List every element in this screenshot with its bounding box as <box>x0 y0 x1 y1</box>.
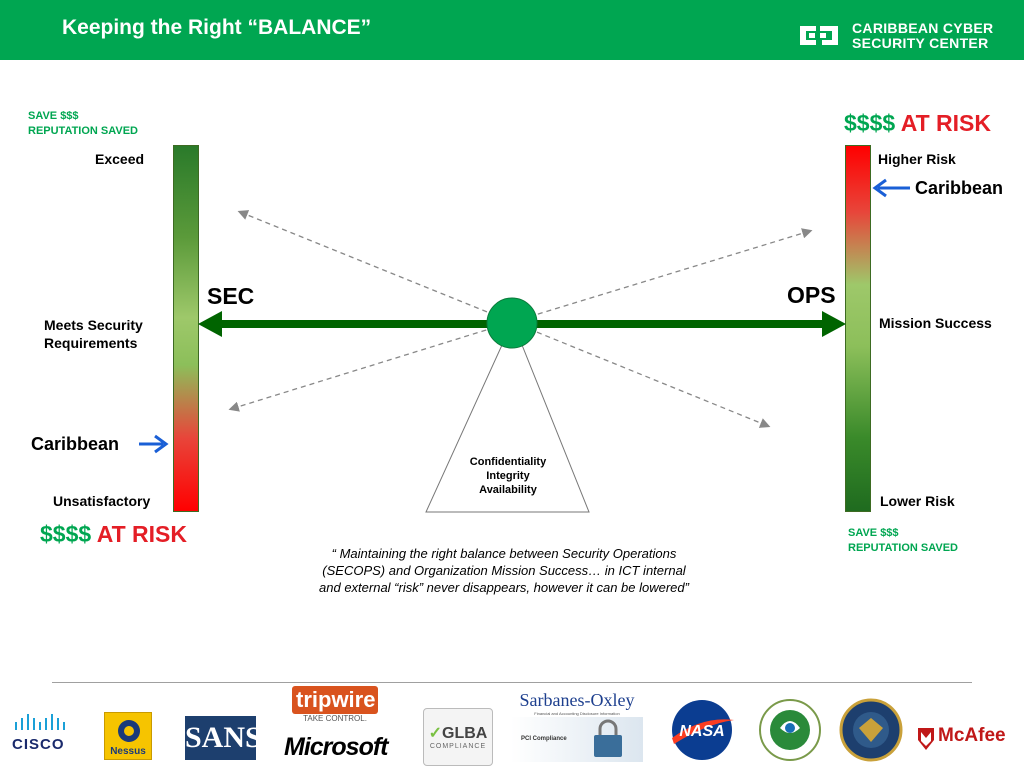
sec-label: SEC <box>207 283 255 309</box>
right-caribbean-label: Caribbean <box>915 178 1004 198</box>
glba-logo: ✓GLBA COMPLIANCE <box>423 708 493 766</box>
right-bottom-label: Lower Risk <box>880 493 955 509</box>
right-risk-label: $$$$ AT RISK <box>844 110 991 137</box>
cia-confidentiality: Confidentiality <box>469 456 547 468</box>
cisco-logo: CISCO <box>12 712 74 753</box>
beam-arrowhead-right <box>822 311 846 337</box>
header-bar: Keeping the Right “BALANCE” CARIBBEAN CY… <box>0 0 1024 60</box>
dod-seal <box>839 698 903 762</box>
sans-wordmark: SANS <box>185 721 262 754</box>
right-marker-arrow <box>872 178 910 198</box>
glba-wordmark: ✓GLBA <box>424 723 492 743</box>
mcafee-wordmark: McAfee <box>938 725 1006 746</box>
nessus-logo: Nessus <box>104 712 152 760</box>
right-risk-scale-bar <box>845 145 871 512</box>
sox-logo: Sarbanes-Oxley Financial and Accounting … <box>511 690 643 766</box>
brand-line-1: CARIBBEAN CYBER <box>852 20 994 36</box>
nasa-wordmark: NASA <box>679 723 724 740</box>
right-top-label: Higher Risk <box>878 151 956 167</box>
ccsc-logo: CARIBBEAN CYBER SECURITY CENTER <box>796 18 1016 52</box>
pivot-circle <box>486 297 538 349</box>
ccsc-logo-icon <box>800 26 838 45</box>
left-bottom-label: Unsatisfactory <box>53 493 151 509</box>
left-top-label: Exceed <box>95 151 145 167</box>
dashed-arrow-lower-left <box>228 321 513 412</box>
balance-quote: “ Maintaining the right balance between … <box>319 546 689 595</box>
left-marker-arrow <box>139 434 169 454</box>
nessus-wordmark: Nessus <box>110 746 146 757</box>
brand-name: CARIBBEAN CYBER SECURITY CENTER <box>852 21 993 51</box>
cia-integrity: Integrity <box>486 470 530 482</box>
dashed-arrow-lower-right <box>511 321 771 428</box>
right-mid-label: Mission Success <box>879 315 992 331</box>
brand-line-2: SECURITY CENTER <box>852 35 989 51</box>
dashed-arrow-upper-right <box>511 228 813 323</box>
microsoft-logo: Microsoft <box>284 733 388 761</box>
beam-arrowhead-left <box>198 311 222 337</box>
sox-wordmark: Sarbanes-Oxley <box>519 690 635 710</box>
glba-subtitle: COMPLIANCE <box>429 743 487 750</box>
left-security-scale-bar <box>173 145 199 512</box>
ops-label: OPS <box>787 282 836 308</box>
glba-check-icon: ✓ <box>428 725 443 742</box>
tripwire-logo: tripwire TAKE CONTROL. <box>292 686 378 724</box>
left-mid-label: Meets Security Requirements <box>44 316 143 352</box>
left-risk-label: $$$$ AT RISK <box>40 521 187 548</box>
nasa-logo: NASA <box>672 700 734 760</box>
padlock-icon <box>594 719 622 757</box>
slide-title: Keeping the Right “BALANCE” <box>62 16 372 39</box>
left-save-note: SAVE $$$ REPUTATION SAVED <box>28 109 138 139</box>
left-save-line-1: SAVE $$$ <box>28 110 79 122</box>
right-risk-money: $$$$ <box>844 110 896 136</box>
right-risk-text: AT RISK <box>900 110 992 136</box>
left-risk-text: AT RISK <box>96 521 188 547</box>
tripwire-tagline: TAKE CONTROL. <box>303 714 367 723</box>
left-mid-line-2: Requirements <box>44 335 138 351</box>
cia-triad-label: Confidentiality Integrity Availability <box>454 455 562 497</box>
left-save-line-2: REPUTATION SAVED <box>28 125 139 137</box>
epa-seal <box>759 699 821 761</box>
left-mid-line-1: Meets Security <box>44 317 143 333</box>
cisco-bars-icon <box>15 714 65 730</box>
tripwire-wordmark: tripwire <box>292 686 378 714</box>
nessus-eye-icon <box>118 720 140 742</box>
footer-divider <box>52 682 972 683</box>
pci-badge: PCI Compliance <box>511 717 643 762</box>
pci-text: PCI Compliance <box>521 736 567 742</box>
right-save-line-1: SAVE $$$ <box>848 527 899 539</box>
sox-subtitle: Financial and Accounting Disclosure Info… <box>534 711 620 716</box>
right-save-note: SAVE $$$ REPUTATION SAVED <box>848 526 958 556</box>
left-caribbean-label: Caribbean <box>31 434 120 454</box>
sans-logo: SANS <box>185 716 262 760</box>
glba-text: GLBA <box>442 725 488 742</box>
dashed-arrow-upper-left <box>237 210 513 323</box>
cia-availability: Availability <box>479 484 537 496</box>
cisco-wordmark: CISCO <box>12 736 65 753</box>
left-risk-money: $$$$ <box>40 521 92 547</box>
mcafee-shield-icon <box>918 728 934 750</box>
right-save-line-2: REPUTATION SAVED <box>848 542 959 554</box>
